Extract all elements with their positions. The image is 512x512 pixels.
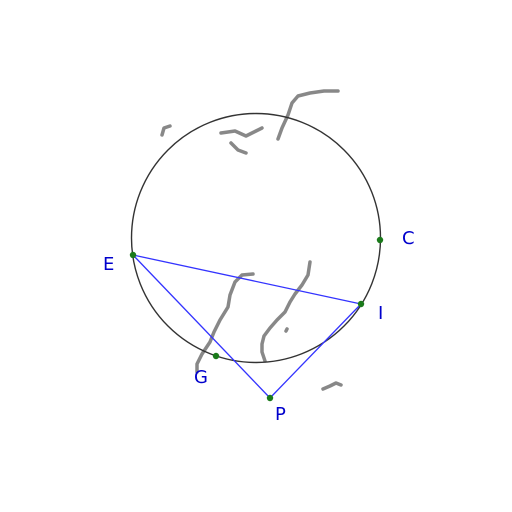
segment-EP	[132, 254, 271, 399]
sketch-stroke	[321, 381, 343, 391]
label-E: E	[103, 254, 114, 275]
sketch-stroke	[219, 126, 264, 138]
label-C: C	[402, 228, 415, 249]
label-P: P	[275, 404, 286, 425]
segment-IP	[269, 303, 362, 399]
circle	[130, 112, 382, 364]
sketch-strokes	[160, 89, 343, 391]
point-G	[212, 352, 220, 360]
sketch-stroke	[229, 141, 248, 155]
point-C	[376, 236, 384, 244]
point-labels: E C I G P	[103, 228, 415, 425]
point-I	[357, 300, 365, 308]
label-I: I	[378, 303, 383, 324]
points	[129, 236, 384, 402]
sketch-stroke	[284, 327, 289, 333]
sketch-stroke	[260, 260, 312, 363]
sketch-stroke	[276, 89, 340, 141]
segments	[132, 254, 362, 399]
point-P	[266, 394, 274, 402]
label-G: G	[194, 367, 208, 388]
sketch-stroke	[160, 124, 172, 137]
point-E	[129, 251, 137, 259]
segment-EI	[132, 254, 362, 305]
sketch-stroke	[195, 272, 255, 374]
